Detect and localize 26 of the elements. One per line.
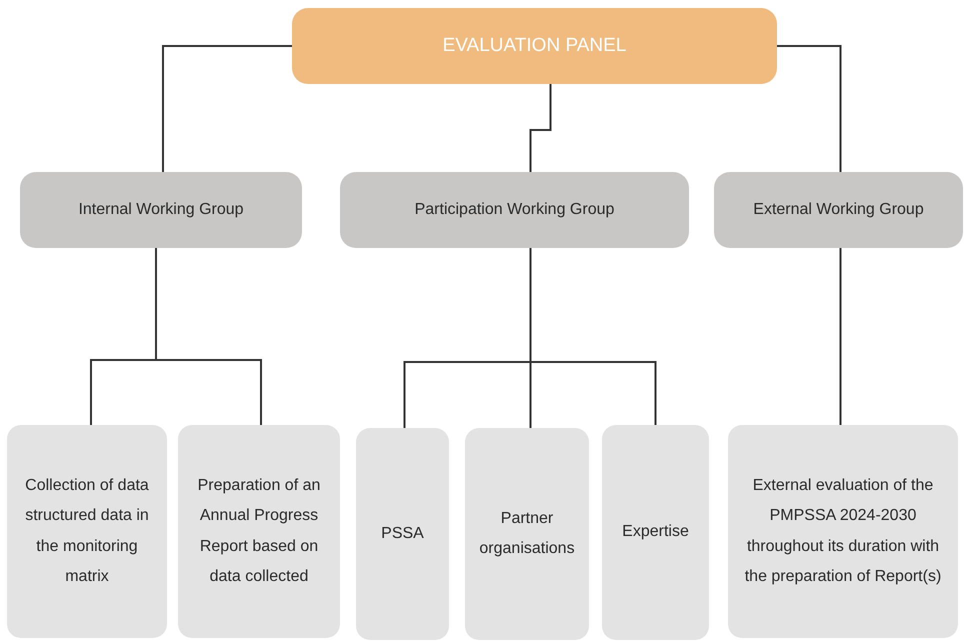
node-label: Partner organisations xyxy=(478,508,576,559)
node-label: EVALUATION PANEL xyxy=(442,34,626,58)
group-box xyxy=(340,172,689,248)
connector-line xyxy=(777,45,842,172)
header-box xyxy=(292,8,777,84)
node-label: Participation Working Group xyxy=(414,200,614,220)
connector-line xyxy=(840,248,842,425)
group-box xyxy=(20,172,302,248)
connector-line xyxy=(162,45,292,172)
group-box xyxy=(714,172,963,248)
node-label: Internal Working Group xyxy=(78,200,244,220)
node-label: Preparation of an Annual Progress Report based on data collected xyxy=(196,476,322,587)
node-label: Expertise xyxy=(622,522,689,542)
task-box xyxy=(178,425,340,638)
connector-line xyxy=(155,248,262,425)
connector-line xyxy=(530,84,552,172)
task-box xyxy=(356,428,449,640)
node-label: External evaluation of the PMPSSA 2024-2030 throughout its duration with the preparation of Report(s) xyxy=(744,476,942,587)
task-box xyxy=(465,428,589,640)
connector-line xyxy=(530,248,656,425)
task-box xyxy=(602,425,709,640)
node-label: Collection of data structured data in the monitoring matrix xyxy=(24,476,150,587)
node-label: External Working Group xyxy=(753,200,924,220)
task-box xyxy=(7,425,167,638)
node-label: PSSA xyxy=(381,524,424,544)
task-box xyxy=(728,425,958,638)
